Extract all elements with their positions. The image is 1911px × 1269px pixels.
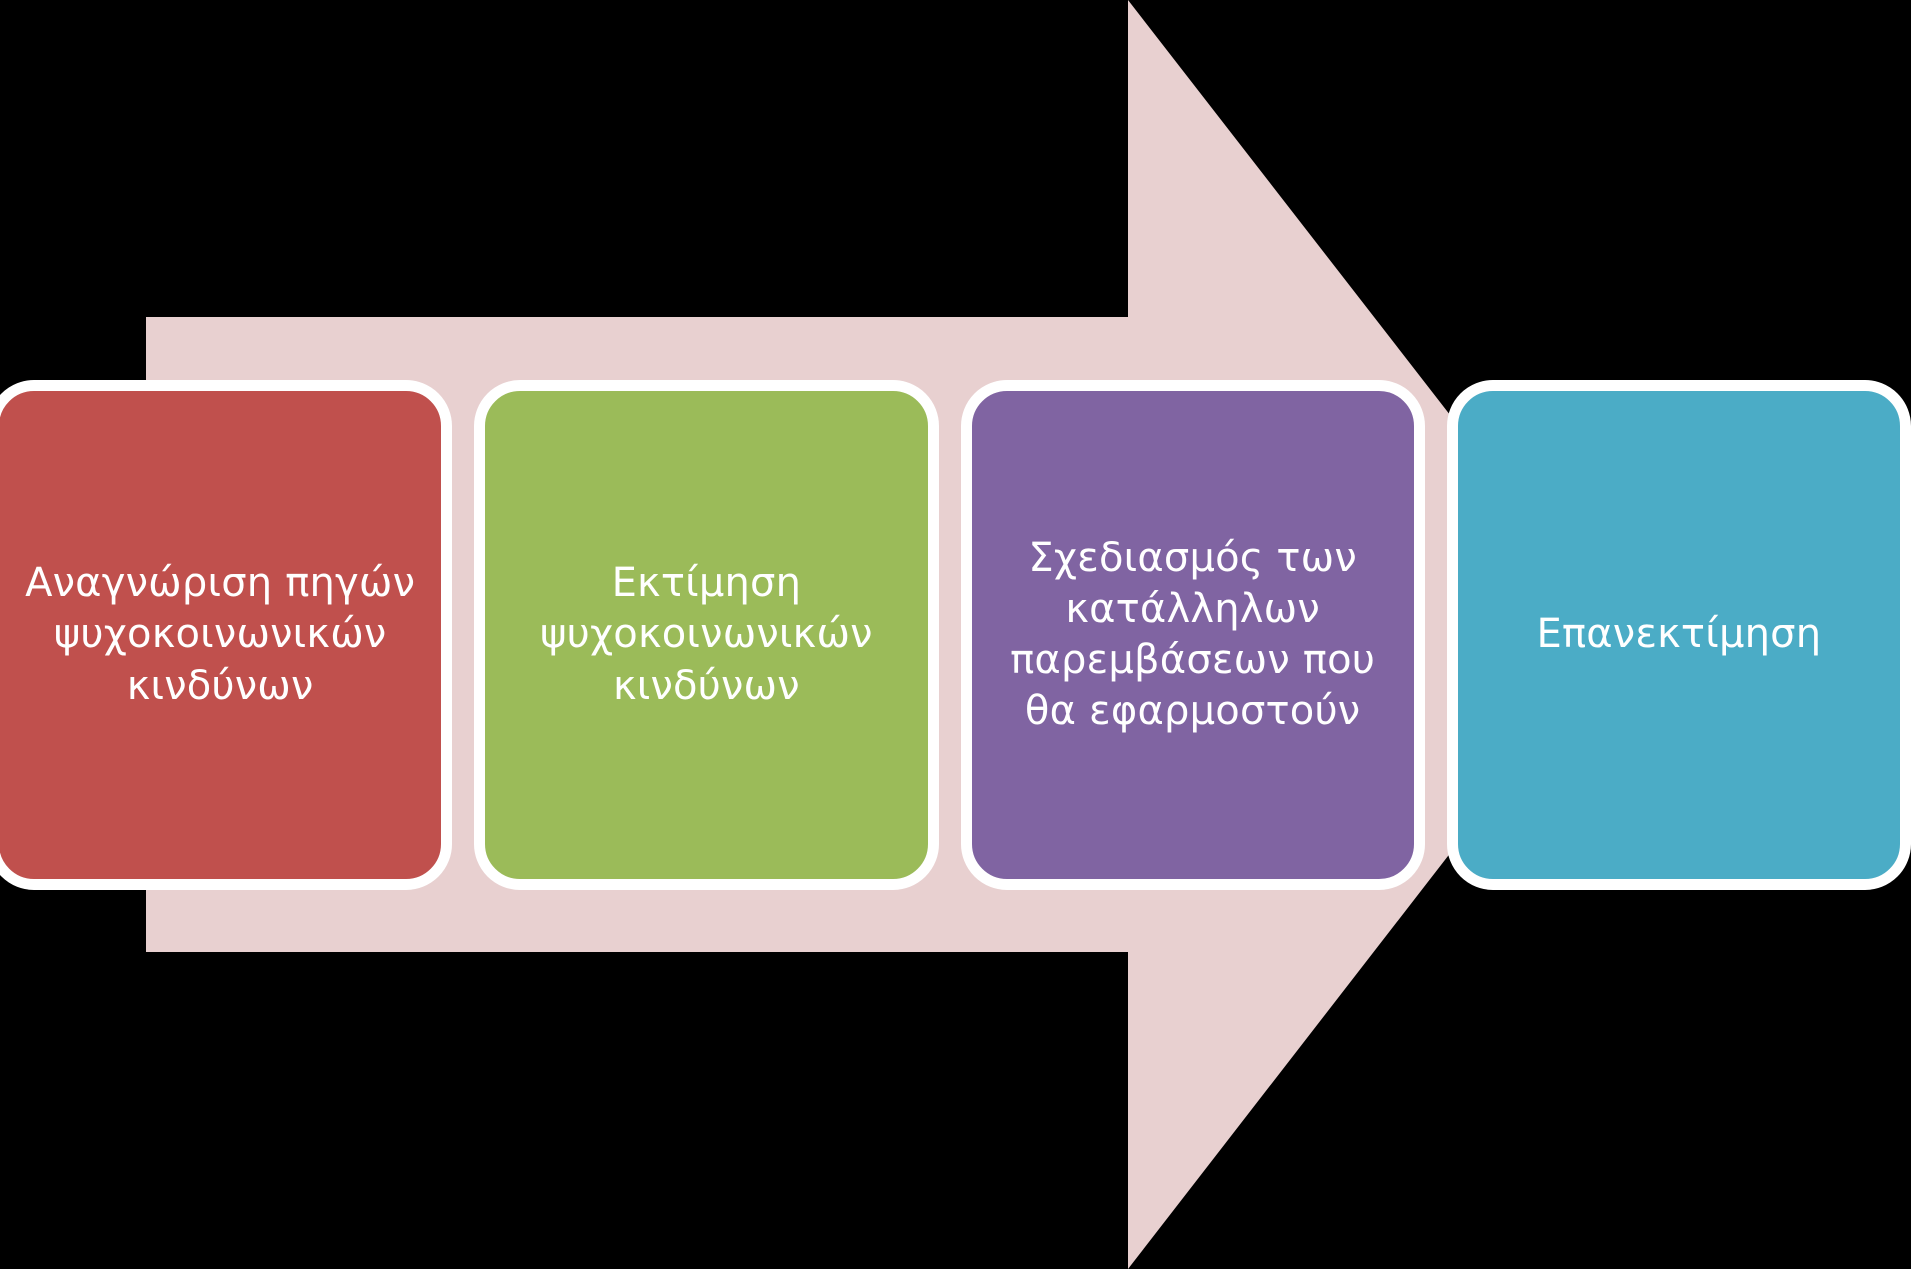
stage-label-4: Επανεκτίμηση <box>1536 611 1822 658</box>
stage-box-4[interactable]: Επανεκτίμηση <box>1446 380 1911 890</box>
stage-label-1: Αναγνώριση πηγών ψυχοκοινωνικών κινδύνων <box>25 560 416 709</box>
stage-label-2: Εκτίμηση ψυχοκοινωνικών κινδύνων <box>540 560 873 709</box>
stage-box-1[interactable]: Αναγνώριση πηγών ψυχοκοινωνικών κινδύνων <box>0 380 453 890</box>
stage-box-2[interactable]: Εκτίμηση ψυχοκοινωνικών κινδύνων <box>474 380 939 890</box>
stage-label-3: Σχεδιασμός των κατάλληλων παρεμβάσεων πο… <box>1010 534 1376 735</box>
stage-list: Αναγνώριση πηγών ψυχοκοινωνικών κινδύνων… <box>0 380 1911 890</box>
stage-box-3[interactable]: Σχεδιασμός των κατάλληλων παρεμβάσεων πο… <box>960 380 1425 890</box>
